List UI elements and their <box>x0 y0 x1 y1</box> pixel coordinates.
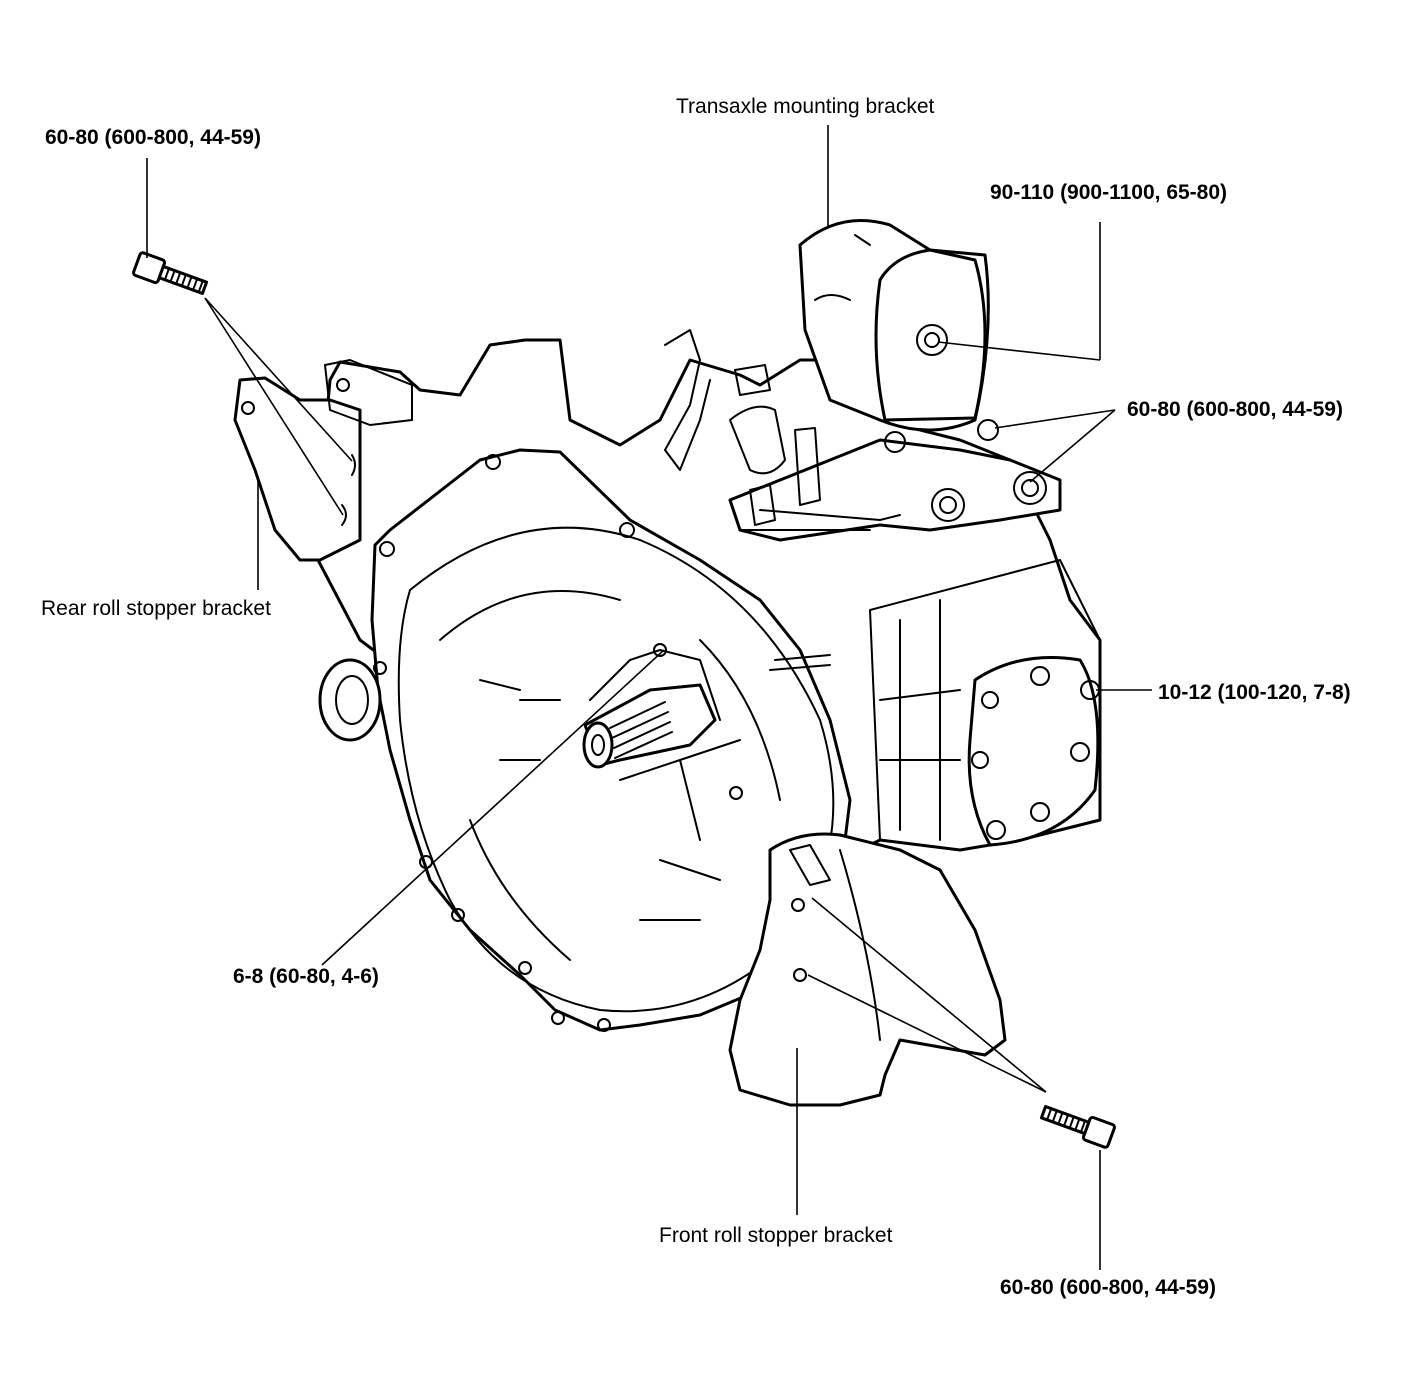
rear-roll-stopper-bracket-label: Rear roll stopper bracket <box>41 597 271 620</box>
torque-rear-bolt-label: 60-80 (600-800, 44-59) <box>45 126 261 149</box>
end-cover <box>967 656 1100 847</box>
front-roll-stopper-bracket <box>728 832 1007 1107</box>
leader-mount-bolt-b <box>1029 409 1116 483</box>
rear-bracket-bolt <box>132 251 209 295</box>
shift-lever <box>664 329 711 471</box>
leader-bellhousing <box>321 649 665 966</box>
leader-front-bolt-a <box>811 897 1047 1093</box>
front-bracket-bolt <box>1039 1105 1116 1149</box>
bell-inner-rim <box>397 526 835 1013</box>
torque-bellhousing-label: 6-8 (60-80, 4-6) <box>233 965 379 988</box>
leader-rear-bolt-a <box>204 297 353 462</box>
axle-seal-left <box>318 658 382 742</box>
torque-front-bolt-label: 60-80 (600-800, 44-59) <box>1000 1276 1216 1299</box>
leader-rear-bolt-b <box>204 297 344 516</box>
torque-cover-label: 10-12 (100-120, 7-8) <box>1158 681 1351 704</box>
leader-mount-bolt-a <box>994 409 1116 429</box>
torque-mount-center-label: 90-110 (900-1100, 65-80) <box>990 181 1228 204</box>
torque-mount-bolts-label: 60-80 (600-800, 44-59) <box>1127 398 1343 421</box>
front-roll-stopper-bracket-label: Front roll stopper bracket <box>659 1224 893 1247</box>
leader-mount-center-h <box>937 341 1101 361</box>
gear-housing <box>869 559 1101 851</box>
leader-front-bolt-b <box>807 974 1047 1093</box>
mount-insulator <box>874 248 987 422</box>
transaxle-mounting-bracket-label: Transaxle mounting bracket <box>676 95 935 118</box>
